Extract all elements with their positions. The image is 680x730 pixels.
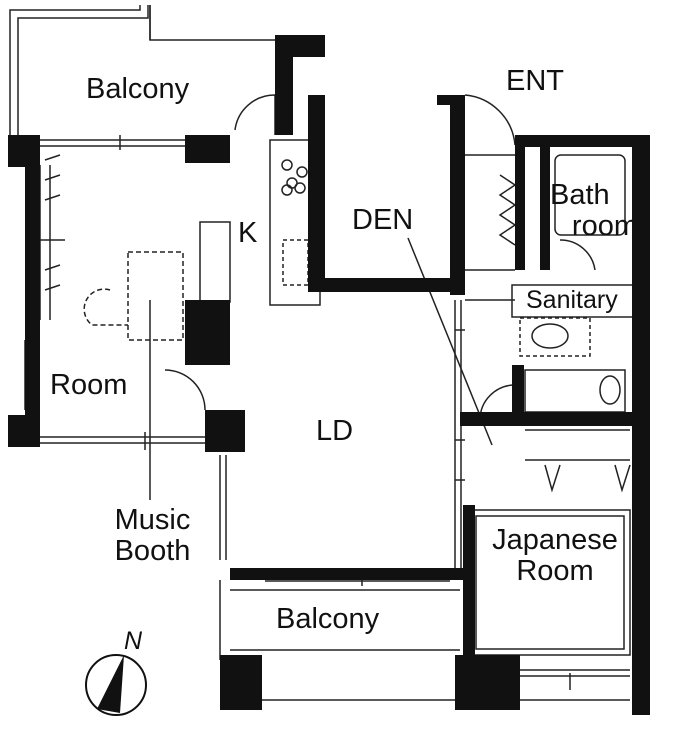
entrance-label: ENT [506, 65, 564, 97]
japanese-room-label-line2: Room [516, 555, 594, 587]
bathroom-label: Bath room [550, 180, 638, 242]
den-label: DEN [352, 204, 414, 236]
sanitary-label: Sanitary [526, 286, 618, 314]
balcony-bottom-label: Balcony [276, 603, 380, 635]
japanese-room-label-line1: Japanese [492, 524, 618, 556]
bathroom-label-line1: Bath [550, 179, 610, 211]
ld-label: LD [316, 415, 354, 447]
music-booth-label-line1: Music [114, 504, 191, 536]
music-booth-label: Music Booth [100, 505, 205, 567]
balcony-top-label: Balcony [86, 73, 190, 105]
music-booth-label-line2: Booth [114, 535, 191, 567]
japanese-room-label: Japanese Room [476, 525, 634, 587]
walls [8, 35, 650, 715]
north-label: N [124, 627, 143, 655]
kitchen-label: K [238, 217, 258, 249]
compass-icon [85, 654, 147, 716]
bathroom-label-line2: room [571, 210, 638, 242]
room-label: Room [50, 369, 128, 401]
